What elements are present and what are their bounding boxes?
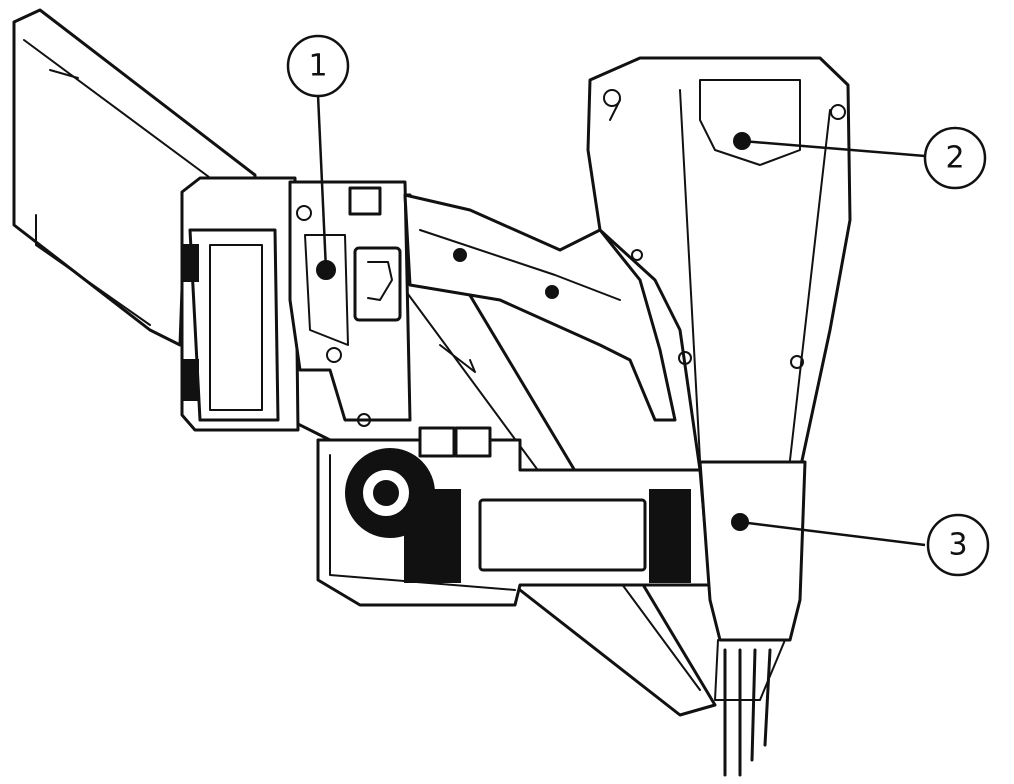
depth-knob <box>345 448 435 538</box>
callout-2-label: 2 <box>945 141 964 176</box>
battery-pack <box>180 176 300 432</box>
callout-2: 2 <box>741 126 987 190</box>
callout-1-label: 1 <box>308 49 327 84</box>
callout-3: 3 <box>739 513 990 577</box>
handle <box>403 193 677 422</box>
frame-body <box>288 180 412 427</box>
nosepiece <box>698 460 807 777</box>
callout-1: 1 <box>286 34 350 271</box>
callout-3-label: 3 <box>948 528 967 563</box>
